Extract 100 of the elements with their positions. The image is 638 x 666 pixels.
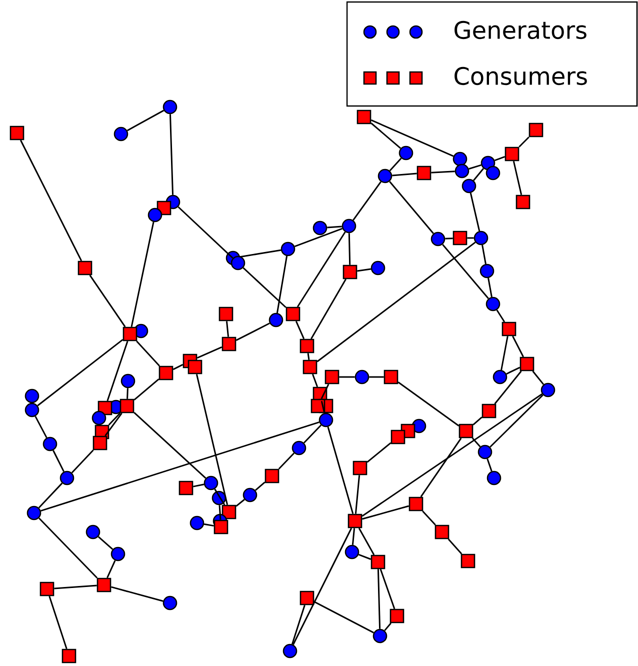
consumer-square [452,230,468,246]
generator-circle [474,230,488,246]
consumer-square [390,608,404,624]
connection-line [472,438,481,448]
connection-line [218,505,222,520]
connection-line [214,488,226,506]
connection-line [236,498,245,507]
consumer-square [286,306,300,322]
consumer-square [222,504,236,520]
connection-line [52,450,64,472]
connection-line [370,119,454,157]
generator-circle [430,232,446,246]
connection-line [38,518,98,578]
connection-line [130,222,154,327]
consumer-square [78,260,92,276]
consumer-square [300,338,314,354]
consumer-square [96,578,112,592]
connection-line [377,569,381,629]
connection-line [370,122,402,149]
generator-circle [162,100,178,114]
connection-line [89,274,126,328]
generator-circle [280,242,296,256]
connection-line [40,421,320,512]
generator-circle [190,516,204,530]
connection-line [512,336,524,358]
connection-line [196,374,228,506]
connection-line [106,340,128,402]
connection-line [312,374,318,388]
connection-line [532,370,544,385]
consumer-square [348,514,362,528]
connection-line [442,244,489,300]
connection-line [327,226,342,228]
connection-line [108,412,121,426]
consumer-square [40,582,54,596]
generator-circle [454,164,470,178]
connection-line [358,528,375,556]
generator-circle [292,440,306,456]
connection-line [292,528,352,645]
generator-circle [86,524,100,540]
generator-circle [462,178,476,194]
connection-line [518,136,530,148]
consumer-square [310,398,326,414]
generator-circle [268,312,284,328]
connection-line [366,442,392,463]
generator-circle [26,506,42,520]
connection-line [348,233,351,265]
consumer-square [264,468,280,484]
connection-line [98,536,114,550]
consumer-square [156,200,172,216]
connection-line [303,424,322,444]
connection-line [320,384,330,400]
consumer-square [98,400,112,416]
consumer-square [528,122,544,138]
connection-line [54,584,97,590]
consumer-square [342,264,358,280]
connection-line [354,475,360,514]
consumer-square [504,146,520,162]
consumer-square [390,430,406,444]
consumer-square [434,524,450,540]
consumer-square [516,194,530,210]
consumer-square [218,306,234,322]
connection-line [369,376,384,378]
consumer-square [482,404,496,418]
connection-line [240,249,282,258]
connection-line [169,114,174,195]
connection-line [448,538,462,554]
generator-circle [372,628,388,644]
connection-line [472,416,482,426]
connection-line [467,237,474,239]
connection-line [226,321,230,337]
generator-circle [398,146,414,160]
generator-circle [342,218,356,234]
consumer-square [302,360,318,374]
consumer-square [222,336,236,352]
connection-line [494,370,522,404]
connection-line [358,554,372,560]
legend-label: Consumers [454,66,587,86]
generator-circle [492,370,508,384]
connection-line [296,232,346,308]
connection-line [488,278,492,298]
generator-circle [92,410,106,426]
generator-circle [42,436,58,452]
generator-circle [120,374,136,388]
connection-line [482,244,486,264]
generator-circle [486,166,500,180]
generator-circle [378,168,392,184]
generator-circle [230,256,246,270]
connection-line [352,181,382,221]
consumer-square [188,360,202,374]
generator-circle [60,470,74,486]
connection-line [193,484,204,488]
consumer-square [214,520,228,534]
consumer-square [460,554,476,568]
connection-line [314,601,374,634]
connection-line [422,510,436,526]
connection-line [294,228,343,248]
connection-line [126,388,128,399]
connection-line [327,426,354,514]
consumer-square [158,366,174,380]
connection-line [389,180,434,234]
